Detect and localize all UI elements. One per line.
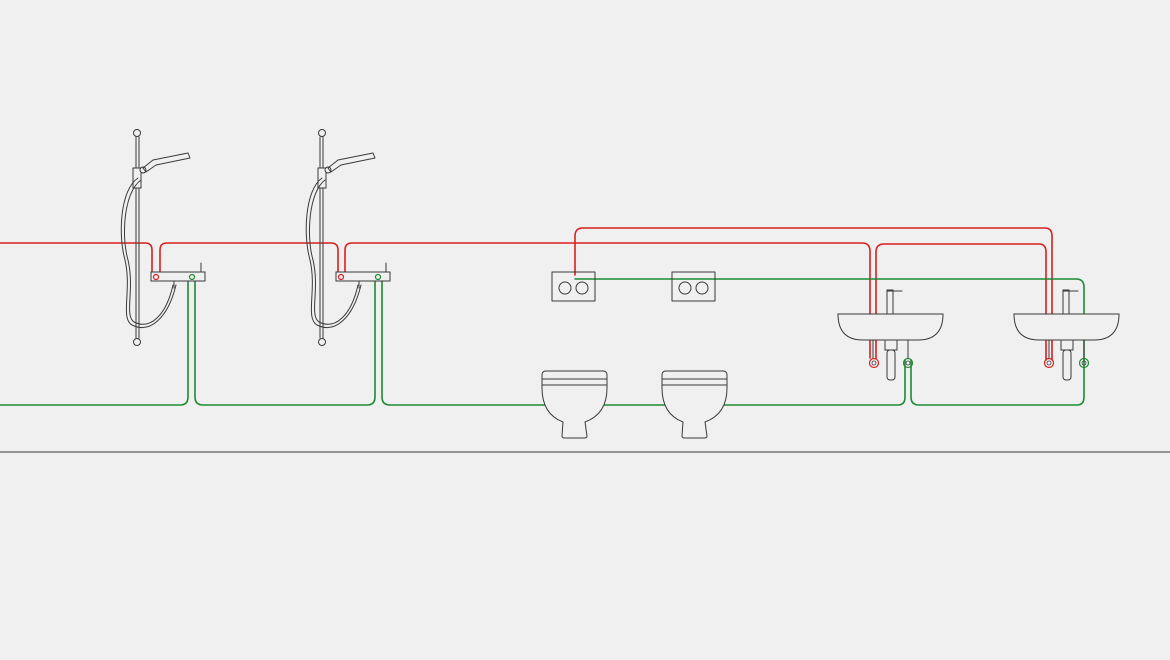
wall-toilet-2	[661, 370, 728, 439]
washbasin-1	[837, 289, 944, 381]
cold-pipe-inlet-to-shower-1	[0, 277, 189, 406]
hot-pipe-shower-2-to-basin-1	[344, 242, 871, 359]
hot-pipe-inlet-to-shower-1	[0, 242, 153, 274]
shower-1	[120, 129, 206, 346]
wall-toilet-1	[541, 370, 608, 439]
hot-pipe-flushplate-loop	[574, 227, 1053, 361]
washbasin-2	[1013, 289, 1120, 381]
cold-water-pipes	[0, 277, 1085, 406]
shower-2	[305, 129, 391, 346]
hot-water-pipes	[0, 227, 1053, 361]
cold-pipe-basin-1-to-basin-2	[910, 359, 1085, 406]
hot-pipe-shower-1-to-shower-2	[159, 242, 339, 274]
flush-plate-2	[671, 271, 716, 302]
cold-pipe-flushplate-loop	[574, 278, 1085, 361]
cold-pipe-shower-1-to-shower-2	[194, 277, 376, 406]
flush-plate-1	[551, 271, 596, 302]
hot-pipe-basin-1-to-basin-2	[875, 243, 1047, 361]
cold-pipe-shower-2-to-basin-1	[381, 277, 906, 406]
